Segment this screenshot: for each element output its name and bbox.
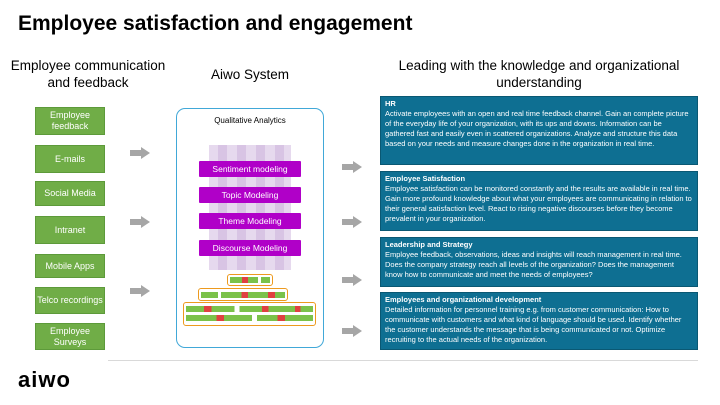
arrow-right-icon <box>342 274 362 286</box>
analysis-bar <box>186 306 313 312</box>
arrow-right-icon <box>342 216 362 228</box>
arrow-right-icon <box>130 216 150 228</box>
footer-divider <box>108 360 698 361</box>
theme-modeling-box: Theme Modeling <box>199 213 301 229</box>
analysis-bar <box>186 315 313 321</box>
discourse-modeling-box: Discourse Modeling <box>199 240 301 256</box>
column-heading-system: Aiwo System <box>210 67 290 82</box>
column-heading-insights: Leading with the knowledge and organizat… <box>398 58 680 90</box>
qualitative-analytics-label: Qualitative Analytics <box>214 116 286 125</box>
panel-heading: Leadership and Strategy <box>385 240 473 249</box>
panel-heading: Employee Satisfaction <box>385 174 466 183</box>
arrow-right-icon <box>130 285 150 297</box>
source-mobile-apps: Mobile Apps <box>35 254 105 278</box>
panel-heading: Employees and organizational development <box>385 295 542 304</box>
arrow-right-icon <box>342 161 362 173</box>
analysis-group-outline <box>198 288 288 301</box>
analysis-group-outline <box>227 274 273 286</box>
panel-body: Activate employees with an open and real… <box>385 109 689 148</box>
source-intranet: Intranet <box>35 216 105 244</box>
column-heading-sources: Employee communication and feedback <box>10 58 166 90</box>
analysis-bar <box>201 292 285 298</box>
arrow-right-icon <box>130 147 150 159</box>
aiwo-logo: aiwo <box>18 367 71 392</box>
source-employee-feedback: Employee feedback <box>35 107 105 135</box>
page-title: Employee satisfaction and engagement <box>18 12 413 35</box>
source-e-mails: E-mails <box>35 145 105 173</box>
arrow-right-icon <box>342 325 362 337</box>
panel-heading: HR <box>385 99 396 108</box>
panel-organizational-development: Employees and organizational development… <box>380 292 698 350</box>
panel-leadership-strategy: Leadership and Strategy Employee feedbac… <box>380 237 698 287</box>
aiwo-system-frame <box>176 108 324 348</box>
panel-body: Employee feedback, observations, ideas a… <box>385 250 682 279</box>
source-social-media: Social Media <box>35 181 105 206</box>
panel-body: Employee satisfaction can be monitored c… <box>385 184 692 223</box>
sentiment-modeling-box: Sentiment modeling <box>199 161 301 177</box>
topic-modeling-box: Topic Modeling <box>199 187 301 203</box>
panel-body: Detailed information for personnel train… <box>385 305 682 344</box>
source-employee-surveys: Employee Surveys <box>35 323 105 350</box>
analysis-group-outline <box>183 302 316 326</box>
panel-employee-satisfaction: Employee Satisfaction Employee satisfact… <box>380 171 698 231</box>
panel-hr: HR Activate employees with an open and r… <box>380 96 698 165</box>
analysis-bar <box>230 277 270 283</box>
source-telco-recordings: Telco recordings <box>35 287 105 314</box>
